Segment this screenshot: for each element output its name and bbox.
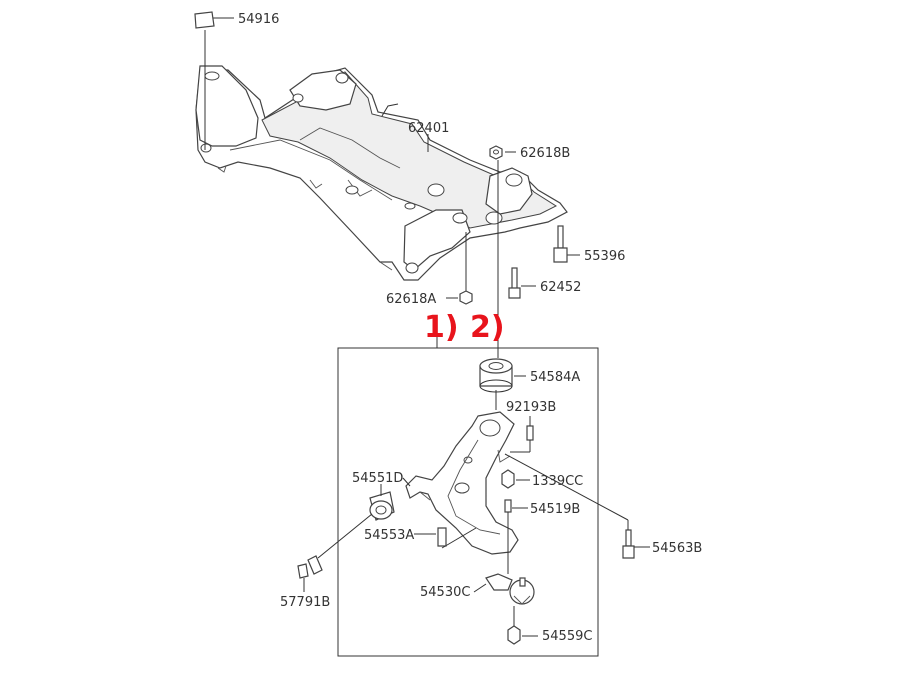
- label-55396: 55396: [584, 249, 625, 264]
- label-54563B: 54563B: [652, 541, 702, 556]
- bolt-62452-icon: [508, 267, 521, 299]
- label-92193B: 92193B: [506, 400, 556, 415]
- bushing-54551D-icon: [369, 491, 395, 521]
- ball-joint-54530C-icon: [485, 573, 535, 605]
- label-54559C: 54559C: [542, 629, 592, 644]
- front-subframe-illustration: [195, 65, 568, 281]
- label-62452: 62452: [540, 280, 581, 295]
- bolt-55396-icon: [553, 225, 568, 263]
- label-57791B: 57791B: [280, 595, 330, 610]
- label-54584A: 54584A: [530, 370, 580, 385]
- label-62401: 62401: [408, 121, 449, 136]
- screw-92193B-icon: [526, 425, 534, 441]
- nut-62618A-icon: [459, 290, 473, 305]
- bolt-54553A-icon: [437, 527, 447, 547]
- label-1339CC: 1339CC: [532, 474, 583, 489]
- clip-54916-icon: [194, 11, 215, 29]
- bolt-54563B-icon: [622, 529, 635, 559]
- callout-1: 1): [424, 310, 459, 345]
- subframe-hardware: [194, 11, 568, 305]
- label-62618A: 62618A: [386, 292, 436, 307]
- bolt-57791B-icon: [297, 555, 323, 579]
- label-62618B: 62618B: [520, 146, 570, 161]
- bushing-54584A-icon: [479, 358, 513, 393]
- pin-54519B-icon: [504, 499, 512, 513]
- red-callouts: 1) 2): [424, 310, 505, 345]
- lower-arm-group-box: [337, 347, 599, 657]
- lower-control-arm-illustration: [405, 411, 519, 555]
- nut-54559C-icon: [507, 625, 521, 645]
- label-54530C: 54530C: [420, 585, 470, 600]
- label-54551D: 54551D: [352, 471, 403, 486]
- nut-1339CC-icon: [501, 469, 515, 489]
- label-54553A: 54553A: [364, 528, 414, 543]
- part-labels: 54916 62401 62618B 55396 62452 62618A 54…: [238, 12, 702, 644]
- subframe-leader-lines: [204, 17, 580, 358]
- label-54519B: 54519B: [530, 502, 580, 517]
- label-54916: 54916: [238, 12, 279, 27]
- callout-2: 2): [470, 310, 505, 345]
